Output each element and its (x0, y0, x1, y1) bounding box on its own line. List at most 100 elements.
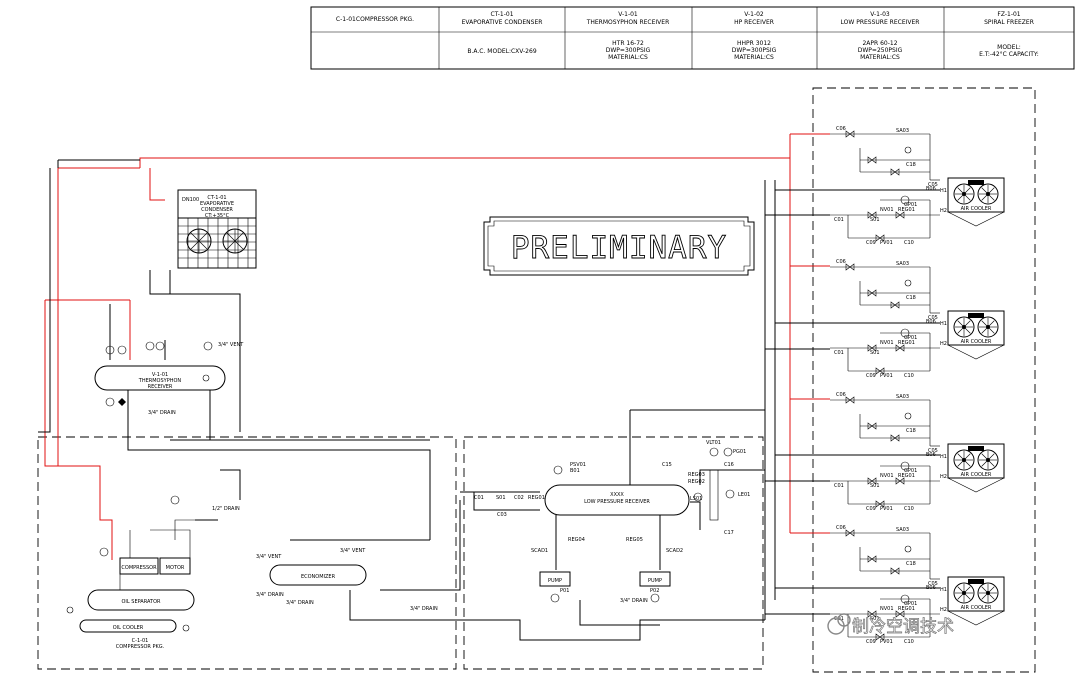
title-cell-ts-receiver-spec-1: HTR 16-72 (612, 40, 644, 47)
lpr-name: LOW PRESSURE RECEIVER (584, 499, 650, 505)
lpr-reg03: REG03 (688, 472, 705, 478)
piping (38, 159, 940, 641)
oil-cooler-label: OIL COOLER (113, 625, 144, 631)
air-cooler-label: AIR COOLER (961, 605, 992, 611)
condenser-name-1: EVAPORATIVE (200, 201, 234, 207)
lpr-c16: C16 (724, 462, 734, 468)
air-cooler-label: AIR COOLER (961, 472, 992, 478)
lpr-ls: LS01 (690, 496, 702, 502)
pump-2-tag: P02 (650, 588, 659, 594)
evap-tag-s01: S01 (870, 217, 880, 223)
title-cell-freezer-name: SPIRAL FREEZER (984, 19, 1034, 26)
evap-tag-reg01: REG01 (898, 473, 915, 479)
receiver-vent-label: 3/4" VENT (218, 342, 244, 348)
oil-separator-label: OIL SEPARATOR (121, 599, 161, 605)
condenser-temp: CT:+35°C (205, 213, 230, 219)
evap-tag-c05: C05 (928, 315, 938, 321)
motor-label: MOTOR (166, 565, 185, 571)
compressor-pkg-name: COMPRESSOR PKG. (116, 644, 165, 650)
title-cell-ts-receiver-spec-3: MATERIAL:CS (608, 54, 648, 61)
evap-tag-nv01: NV01 (880, 207, 894, 213)
evap-tag-gp01: GP01 (904, 468, 917, 474)
pump-1-label: PUMP (548, 578, 562, 584)
evap-tag-pv01: PV01 (880, 506, 893, 512)
hot-gas-lines (44, 133, 830, 560)
title-cell-lp-receiver-name: LOW PRESSURE RECEIVER (841, 19, 920, 26)
title-cell-lp-receiver-spec-2: DWP=250PSIG (858, 47, 903, 54)
lpr-le: LE01 (738, 492, 750, 498)
evaporative-condenser: CT-1-01 EVAPORATIVE CONDENSER CT:+35°C D… (177, 189, 257, 269)
title-cell-lp-receiver-spec-1: 2APR 60-12 (862, 40, 897, 47)
title-cell-freezer-spec-2: E.T:-42°C CAPACITY: (979, 51, 1039, 58)
pump-2-label: PUMP (648, 578, 662, 584)
title-cell-compressor-tag: C-1-01COMPRESSOR PKG. (336, 16, 414, 23)
evap-tag-c18: C18 (906, 428, 916, 434)
compressor-pkg-tag: C-1-01 (132, 638, 149, 644)
title-cell-condenser-name: EVAPORATIVE CONDENSER (462, 19, 543, 26)
lpr-psv-2: B01 (570, 468, 580, 474)
evap-tag-s01: S01 (870, 350, 880, 356)
evap-tag-c09: C09 (866, 506, 876, 512)
evap-tag-b06: B06 (926, 319, 936, 325)
evap-tag-c06: C06 (836, 259, 846, 265)
lpr-reg04: REG04 (568, 537, 585, 543)
lpr-reg02: REG02 (688, 479, 705, 485)
title-cell-lp-receiver-tag: V-1-03 (870, 11, 890, 18)
title-cell-condenser-spec: B.A.C. MODEL:CXV-269 (467, 48, 536, 55)
evap-tag-c10: C10 (904, 373, 914, 379)
evap-tag-c18: C18 (906, 162, 916, 168)
evap-tag-nv01: NV01 (880, 473, 894, 479)
freezer-package-boundary (812, 87, 1036, 673)
air-cooler-1 (947, 177, 1005, 213)
evap-tag-c05: C05 (928, 182, 938, 188)
lpr-package-boundary (463, 436, 764, 670)
title-cell-ts-receiver-tag: V-1-01 (618, 11, 638, 18)
lpr-c17: C17 (724, 530, 734, 536)
evap-tag-gp01: GP01 (904, 601, 917, 607)
lpr-reg05: REG05 (626, 537, 643, 543)
lpr-psv: PSV01 (570, 462, 586, 468)
evap-tag-h1: H1 (940, 454, 947, 460)
evap-tag-reg01: REG01 (898, 340, 915, 346)
economizer-vent: 3/4" VENT (256, 554, 282, 560)
evap-tag-h2: H2 (940, 341, 947, 347)
evap-tag-pv01: PV01 (880, 240, 893, 246)
evap-tag-h2: H2 (940, 208, 947, 214)
evap-tag-c06: C06 (836, 392, 846, 398)
economizer-drain-1: 3/4" DRAIN (256, 592, 284, 598)
watermark-text: 制冷空调技术 (852, 617, 954, 637)
condenser-name-2: CONDENSER (201, 207, 233, 213)
lpr-reg01: REG01 (528, 495, 545, 501)
evap-tag-c09: C09 (866, 240, 876, 246)
air-cooler-2 (947, 310, 1005, 346)
title-cell-hp-receiver-spec-3: MATERIAL:CS (734, 54, 774, 61)
evap-tag-nv01: NV01 (880, 606, 894, 612)
low-pressure-receiver: XXXX LOW PRESSURE RECEIVER PSV01 B01 PUM… (474, 440, 750, 604)
title-cell-condenser-tag: CT-1-01 (490, 11, 513, 18)
economizer-drain-2: 3/4" DRAIN (286, 600, 314, 606)
lpr-vlt: VLT01 (706, 440, 721, 446)
lpr-c02: C02 (514, 495, 524, 501)
evap-tag-c06: C06 (836, 126, 846, 132)
evap-tag-b06: B06 (926, 585, 936, 591)
evap-tag-c06: C06 (836, 525, 846, 531)
lpr-drain: 3/4" DRAIN (620, 598, 648, 604)
evap-tag-pv01: PV01 (880, 373, 893, 379)
evap-tag-c18: C18 (906, 295, 916, 301)
title-cell-ts-receiver-name: THERMOSYPHON RECEIVER (586, 19, 670, 26)
condenser-inlet-size: DN100 (182, 197, 199, 203)
watermark: 制冷空调技术 (827, 613, 954, 637)
economizer: ECONOMIZER 3/4" VENT 3/4" DRAIN 3/4" DRA… (256, 548, 438, 612)
evap-tag-h1: H1 (940, 321, 947, 327)
title-cell-hp-receiver-spec-2: DWP=300PSIG (732, 47, 777, 54)
lpr-tag: XXXX (610, 492, 624, 498)
evap-tag-nv01: NV01 (880, 340, 894, 346)
evap-tag-s01: S01 (870, 483, 880, 489)
title-cell-ts-receiver-spec-2: DWP=300PSIG (606, 47, 651, 54)
